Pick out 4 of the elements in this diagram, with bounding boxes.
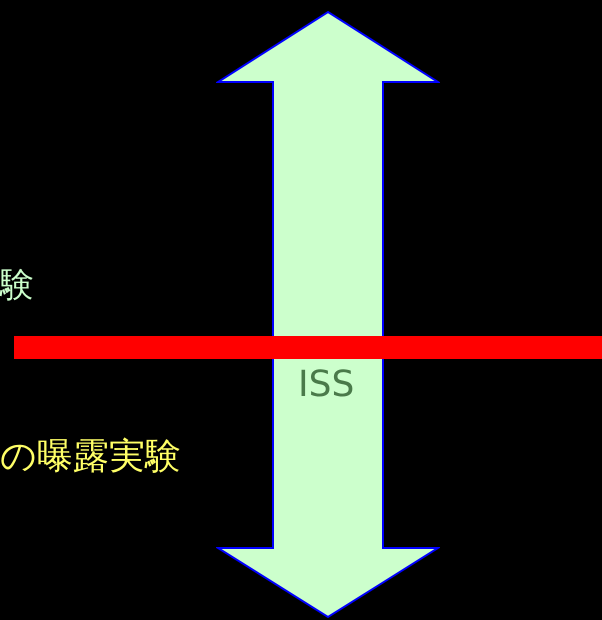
caption-text: の曝露実験 [0,435,181,479]
double-arrow [216,10,440,620]
horizontal-bar [14,336,602,359]
arrow-label: ISS [298,364,354,405]
